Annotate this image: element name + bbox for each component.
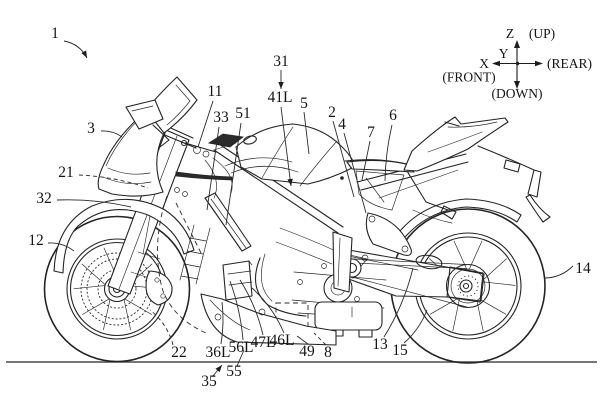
leader-line-51: [225, 122, 242, 226]
ref-label-36L: 36L: [206, 344, 231, 361]
ref-label-21: 21: [58, 164, 74, 181]
y-axis-label: Y: [499, 46, 509, 61]
front-cowl: [97, 109, 165, 197]
hidden-panel-outline: [157, 187, 266, 334]
leader-line-49: [296, 335, 309, 345]
leader-line-46L: [251, 287, 285, 334]
license-plate-hanger: [477, 145, 551, 223]
leader-line-7: [361, 140, 371, 181]
fairing-vent-lower: [222, 260, 253, 301]
handlebar: [184, 142, 217, 153]
exhaust-muffler: [275, 301, 383, 338]
swingarm: [342, 248, 485, 303]
down-label: (DOWN): [492, 86, 543, 101]
leader-line-1: [63, 40, 88, 59]
up-arrowhead: [514, 40, 520, 48]
leader-line-14: [544, 265, 574, 279]
ref-label-3: 3: [87, 120, 95, 137]
leader-line-56L: [229, 280, 244, 341]
ref-label-14: 14: [575, 260, 591, 277]
leader-line-6: [384, 124, 393, 182]
ref-label-11: 11: [208, 83, 223, 100]
front-fender: [53, 198, 195, 274]
ref-label-6: 6: [389, 107, 397, 124]
ref-label-8: 8: [324, 344, 332, 361]
z-axis-label: Z: [506, 26, 514, 41]
ref-label-22: 22: [171, 344, 187, 361]
leader-line-33: [206, 126, 220, 211]
leader-line-22: [149, 309, 174, 346]
ref-label-56L: 56L: [229, 339, 254, 356]
leader-line-8: [313, 332, 327, 346]
leader-line-41L: [280, 106, 292, 187]
leader-line-15: [403, 309, 428, 344]
ref-label-46L: 46L: [270, 332, 295, 349]
axes-origin-dot: [515, 61, 520, 66]
footpeg-bracket: [365, 170, 457, 256]
leader-line-47L: [239, 279, 264, 336]
ref-label-7: 7: [367, 124, 375, 141]
ref-label-49: 49: [299, 343, 315, 360]
leader-arrowhead-41L: [287, 178, 293, 186]
leader-arrowhead-31: [278, 82, 284, 89]
rear-fender: [390, 198, 522, 250]
tail-cowl: [403, 116, 509, 172]
ref-label-12: 12: [28, 232, 44, 249]
x-axis-label: X: [479, 56, 489, 71]
ref-label-1: 1: [51, 25, 59, 42]
leader-arrowhead-35: [215, 365, 222, 373]
up-label: (UP): [529, 26, 555, 41]
front-label: (FRONT): [442, 70, 495, 85]
ref-label-41L: 41L: [268, 89, 293, 106]
ref-label-35: 35: [201, 373, 217, 390]
down-arrowhead: [514, 81, 520, 89]
leader-line-13: [383, 267, 414, 338]
ref-label-5: 5: [300, 95, 308, 112]
rear-arrowhead: [535, 60, 543, 67]
orientation-axes-legend: Z (UP) Y X (REAR) (FRONT) (DOWN): [442, 26, 592, 101]
leader-line-12: [47, 242, 75, 252]
front-arrowhead: [492, 60, 500, 67]
leader-line-21: [78, 174, 149, 189]
ref-label-31: 31: [273, 53, 289, 70]
cockpit: [175, 133, 299, 199]
ref-label-55: 55: [226, 363, 242, 380]
leader-line-5: [303, 111, 310, 155]
ref-label-47L: 47L: [251, 334, 276, 351]
fuel-tank: [235, 123, 355, 187]
rear-label: (REAR): [547, 56, 592, 71]
leader-line-4: [343, 132, 367, 214]
leader-line-55: [236, 349, 245, 367]
leader-line-11: [197, 100, 214, 148]
ref-label-4: 4: [338, 116, 346, 133]
brake-caliper: [145, 270, 173, 306]
rear-view-mirror: [125, 99, 170, 148]
fairing-vent-upper: [204, 192, 252, 252]
leader-line-3: [100, 130, 123, 138]
ram-air-intake: [207, 133, 244, 148]
leader-line-32: [56, 199, 132, 208]
leader-line-2: [332, 120, 355, 198]
belly-pan: [200, 293, 337, 346]
leader-arrowhead-1: [81, 50, 87, 58]
leader-line-36L: [220, 301, 224, 345]
ref-label-51: 51: [235, 105, 251, 122]
ref-label-32: 32: [36, 190, 52, 207]
ref-label-33: 33: [213, 109, 229, 126]
ref-label-13: 13: [372, 336, 388, 353]
ref-label-2: 2: [328, 104, 336, 121]
ref-label-15: 15: [392, 342, 408, 359]
